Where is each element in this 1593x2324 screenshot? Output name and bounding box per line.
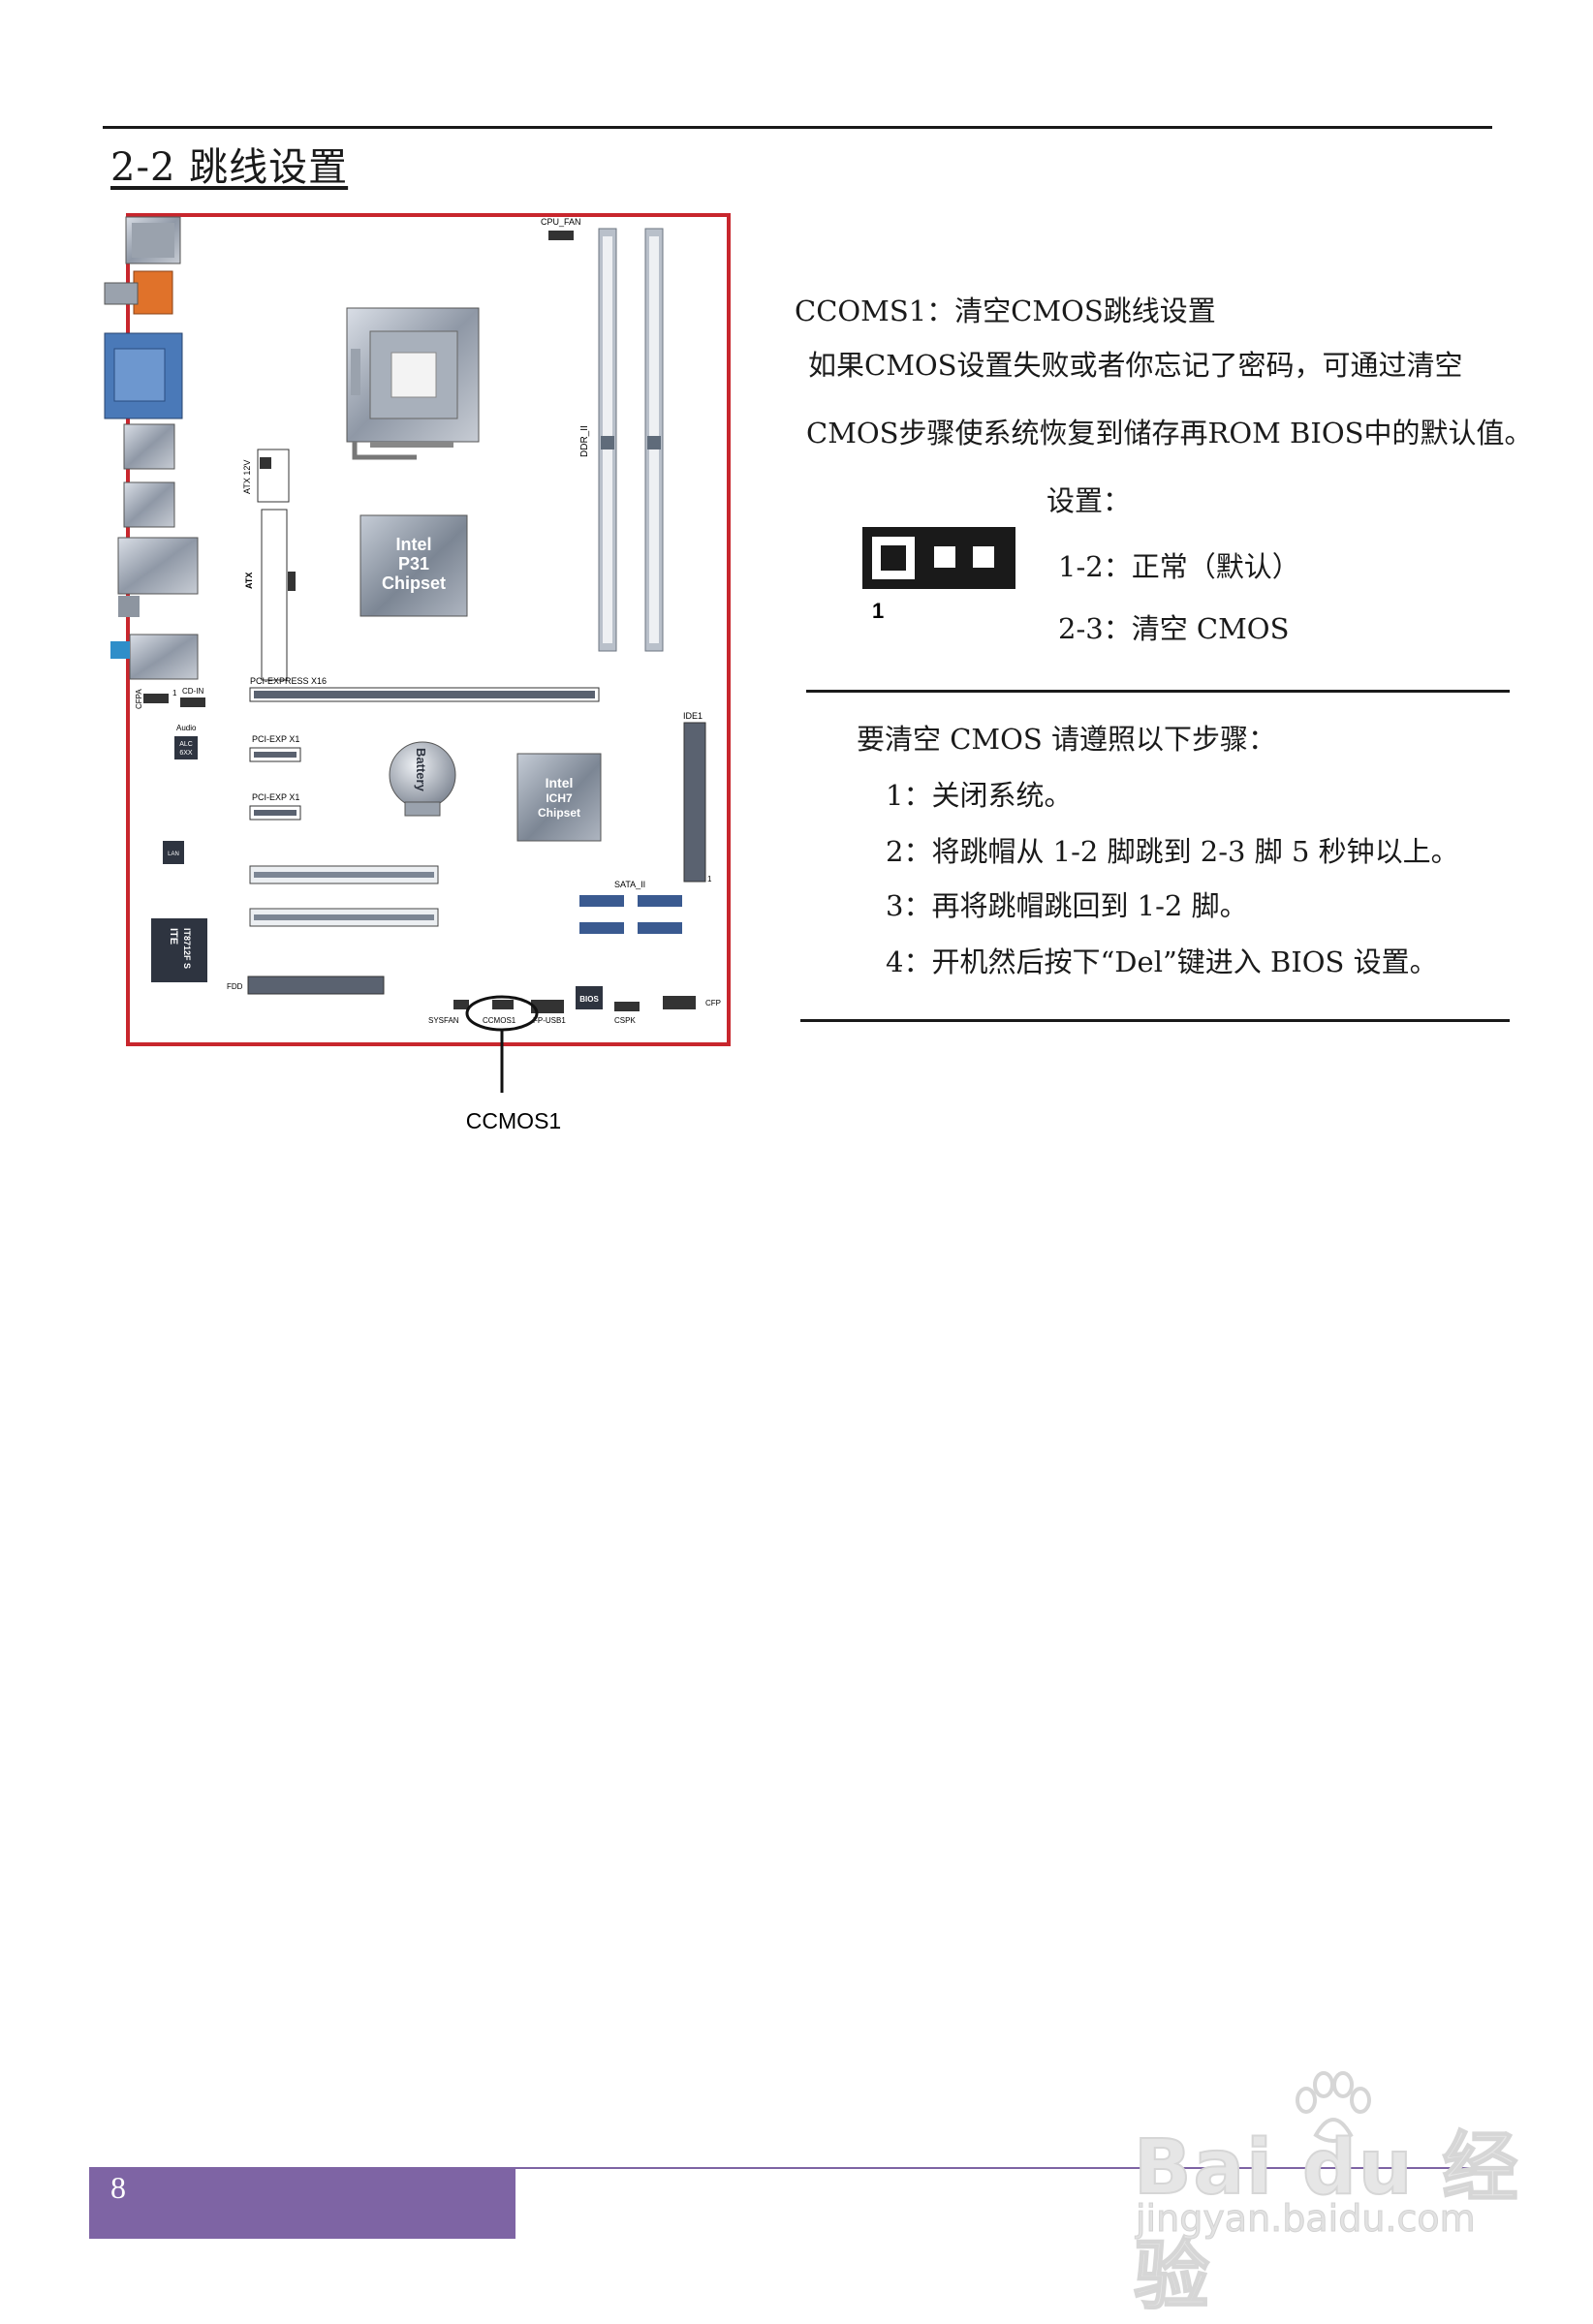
lan-chip <box>163 841 184 864</box>
svg-text:ICH7: ICH7 <box>546 791 573 805</box>
label-fdd: FDD <box>227 982 243 991</box>
footer-bar <box>89 2167 515 2239</box>
page-title: 2-2 跳线设置 <box>110 145 349 190</box>
rear-io-ports <box>104 216 199 680</box>
svg-text:Intel: Intel <box>546 775 574 790</box>
label-audio: Audio <box>176 724 197 732</box>
step-3: 3：再将跳帽跳回到 1-2 脚。 <box>886 889 1248 922</box>
label-cdin: CD-IN <box>182 687 203 696</box>
p31-chipset: Intel P31 Chipset <box>359 514 468 617</box>
svg-text:6XX: 6XX <box>179 750 193 757</box>
label-pcie1: PCI-EXP X1 <box>252 734 299 744</box>
watermark-logo: Bai du 经验 <box>1133 2123 1520 2321</box>
label-atx: ATX <box>244 573 254 589</box>
battery: Battery <box>389 741 456 817</box>
ich7-chipset: Intel ICH7 Chipset <box>516 753 602 842</box>
label-bios: BIOS <box>579 995 599 1004</box>
top-rule <box>103 126 1492 129</box>
label-cpu-fan: CPU_FAN <box>541 217 581 227</box>
step-4: 4：开机然后按下“Del”键进入 BIOS 设置。 <box>886 945 1438 978</box>
section1-line2: CMOS步骤使系统恢复到储存再ROM BIOS中的默认值。 <box>806 417 1533 449</box>
ite-chip <box>151 918 207 982</box>
motherboard-diagram: CPU_FAN DDR_II ATX 12V ATX Intel P31 Chi… <box>104 213 731 1133</box>
label-fpusb: FP-USB1 <box>533 1016 566 1025</box>
label-ide-pin: 1 <box>707 875 712 883</box>
jumper-pin-label: 1 <box>872 599 884 622</box>
steps-intro: 要清空 CMOS 请遵照以下步骤： <box>857 723 1276 756</box>
svg-text:Battery: Battery <box>414 748 428 792</box>
svg-text:ITE: ITE <box>168 928 179 945</box>
label-cfpa: CFPA <box>135 689 143 709</box>
ddr-slots <box>598 228 664 652</box>
section-divider-top <box>806 690 1510 693</box>
section1-title: CCOMS1：清空CMOS跳线设置 <box>795 294 1216 327</box>
page-number: 8 <box>110 2170 126 2205</box>
svg-text:P31: P31 <box>398 554 429 573</box>
option-clear: 2-3：清空 CMOS <box>1058 612 1290 645</box>
svg-text:ALC: ALC <box>179 741 193 748</box>
label-ddr: DDR_II <box>579 425 590 457</box>
label-sata: SATA_II <box>614 880 645 889</box>
callout-ccmos-label: CCMOS1 <box>466 1108 561 1133</box>
cpu-socket <box>346 307 480 460</box>
settings-label: 设置： <box>1046 484 1132 517</box>
label-sysfan: SYSFAN <box>428 1016 459 1025</box>
svg-text:Intel: Intel <box>395 535 431 554</box>
svg-text:Chipset: Chipset <box>538 806 580 820</box>
section-divider-bottom <box>800 1019 1510 1022</box>
label-ide: IDE1 <box>683 711 703 721</box>
step-1: 1：关闭系统。 <box>886 779 1073 812</box>
label-cdin-pin: 1 <box>172 689 177 697</box>
jumper-diagram: 1 <box>862 527 1015 622</box>
footer-line <box>515 2167 1508 2169</box>
option-normal: 1-2：正常（默认） <box>1058 550 1300 583</box>
svg-text:Chipset: Chipset <box>382 573 446 593</box>
label-cfp: CFP <box>705 999 721 1007</box>
label-pcie2: PCI-EXP X1 <box>252 792 299 802</box>
label-pciex16: PCI-EXPRESS X16 <box>250 676 327 686</box>
svg-text:LAN: LAN <box>168 852 179 857</box>
label-ccmos: CCMOS1 <box>483 1016 516 1025</box>
label-cspk: CSPK <box>614 1016 636 1025</box>
label-atx12v: ATX 12V <box>242 460 252 494</box>
section1-line1: 如果CMOS设置失败或者你忘记了密码，可通过清空 <box>808 349 1463 382</box>
watermark-url: jingyan.baidu.com <box>1136 2197 1477 2241</box>
svg-text:IT8712F S: IT8712F S <box>182 928 192 969</box>
step-2: 2：将跳帽从 1-2 脚跳到 2-3 脚 5 秒钟以上。 <box>886 835 1459 868</box>
paw-icon <box>1296 2071 1371 2143</box>
